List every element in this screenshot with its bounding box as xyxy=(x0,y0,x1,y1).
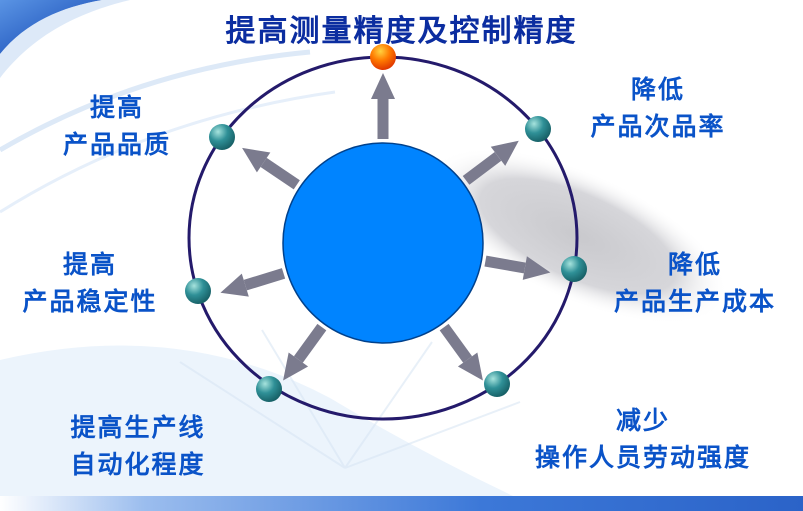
node-label-bottom-left: 提高生产线 自动化程度 xyxy=(70,410,205,484)
arrow-upper-right xyxy=(462,140,519,185)
node-label-line1: 提高 xyxy=(62,251,118,279)
focus-dot-top xyxy=(370,44,396,70)
node-label-line2: 产品次品率 xyxy=(590,113,726,141)
node-dot-left xyxy=(185,278,211,304)
node-label-right: 降低 产品生产成本 xyxy=(614,247,776,321)
node-dot-bottom-right xyxy=(484,371,510,397)
node-label-line2: 产品稳定性 xyxy=(22,288,158,316)
node-dot-top-left xyxy=(209,124,235,150)
node-dot-top-right xyxy=(525,116,551,142)
node-label-top-right: 降低 产品次品率 xyxy=(590,72,725,146)
background-swoosh xyxy=(0,49,545,511)
corner-accent-echo xyxy=(0,0,130,78)
node-label-bottom-right: 减少 操作人员劳动强度 xyxy=(535,403,751,477)
node-dot-right xyxy=(561,256,587,282)
bottom-accent-bar xyxy=(0,496,803,511)
node-dot-bottom-left xyxy=(256,376,282,402)
arrow-upper-left xyxy=(242,147,300,190)
node-label-line1: 提高生产线 xyxy=(70,414,206,442)
node-label-line2: 操作人员劳动强度 xyxy=(534,444,752,472)
node-label-line2: 产品生产成本 xyxy=(613,288,777,316)
node-label-left: 提高 产品稳定性 xyxy=(22,247,157,321)
center-circle xyxy=(282,142,484,344)
node-label-line1: 提高 xyxy=(89,94,145,122)
node-label-line2: 产品品质 xyxy=(62,131,172,159)
node-label-line1: 降低 xyxy=(667,251,723,279)
node-label-line1: 降低 xyxy=(630,76,686,104)
arrow-lower-right xyxy=(439,323,483,381)
node-label-line1: 减少 xyxy=(615,407,671,435)
node-label-top-left: 提高 产品品质 xyxy=(63,90,171,164)
starburst-lines xyxy=(179,329,521,469)
arrow-lower-left xyxy=(283,323,327,381)
arrow-left xyxy=(220,268,286,297)
corner-accent xyxy=(0,0,102,54)
page-title: 提高测量精度及控制精度 xyxy=(225,15,578,48)
arrow-right xyxy=(484,255,551,280)
node-label-line2: 自动化程度 xyxy=(70,451,206,479)
arrow-up xyxy=(371,73,395,139)
